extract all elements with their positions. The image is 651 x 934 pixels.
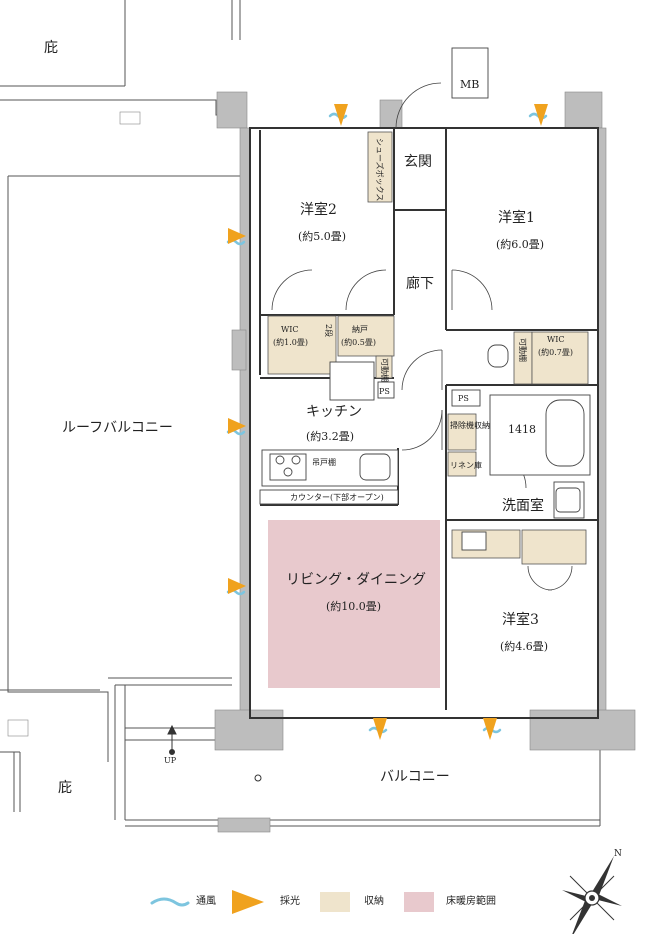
wic2-name: WIC: [547, 335, 565, 344]
living-size: (約10.0畳): [326, 599, 381, 613]
legend: 通風 採光 収納 床暖房範囲: [150, 890, 496, 914]
up-label: UP: [164, 756, 177, 765]
nando-name: 納戸: [352, 324, 368, 334]
legend-storage-label: 収納: [364, 894, 384, 907]
kadou-label: 可動棚: [380, 358, 390, 382]
genkan-label: 玄関: [404, 153, 432, 170]
nando-size: (約0.5畳): [341, 337, 376, 347]
rouka-label: 廊下: [406, 275, 434, 292]
senmen-label: 洗面室: [502, 497, 544, 514]
garden-label-bottom: 庇: [58, 780, 72, 796]
wic2-note: 可動棚: [518, 338, 528, 362]
compass-north-label: N: [614, 849, 622, 859]
legend-light-swatch: [232, 890, 264, 914]
legend-floor-heating-label: 床暖房範囲: [446, 894, 496, 907]
bath-size-label: 1418: [508, 423, 536, 436]
linen-label: リネン庫: [450, 460, 482, 470]
shoe-box-label: シューズボックス: [375, 138, 385, 201]
tsuridana-label: 吊戸棚: [312, 457, 336, 467]
youshitsu1-size: (約6.0畳): [496, 237, 544, 251]
mb-label: MB: [460, 78, 479, 91]
roof-label: ルーフバルコニー: [62, 420, 173, 436]
counter-label: カウンター(下部オープン): [290, 492, 384, 502]
youshitsu2-size: (約5.0畳): [298, 229, 346, 243]
living-name: リビング・ダイニング: [286, 572, 426, 588]
garden-label-top: 庇: [44, 40, 58, 56]
wic2-size: (約0.7畳): [538, 347, 573, 357]
ps1-label: PS: [379, 387, 390, 396]
up-marker: [167, 724, 262, 782]
youshitsu1-name: 洋室1: [498, 209, 535, 226]
souji-label: 掃除機収納: [450, 420, 490, 430]
floor-heating-area: [268, 520, 440, 688]
youshitsu3-size: (約4.6畳): [500, 639, 548, 653]
legend-floor-heating-swatch: [404, 892, 434, 912]
interior-walls: [249, 127, 599, 719]
youshitsu3-name: 洋室3: [502, 611, 539, 628]
balcony-label: バルコニー: [380, 769, 450, 785]
legend-storage-swatch: [320, 892, 350, 912]
kitchen-size: (約3.2畳): [306, 429, 354, 443]
compass-icon: N: [562, 849, 622, 934]
wic1-note: 2段: [324, 324, 334, 337]
youshitsu2-name: 洋室2: [300, 201, 337, 218]
ps2-label: PS: [458, 394, 469, 403]
door-swings: [271, 82, 573, 591]
kitchen-name: キッチン: [306, 404, 362, 420]
wic1-size: (約1.0畳): [273, 337, 308, 347]
light-markers: [228, 104, 548, 740]
legend-light-label: 採光: [280, 894, 300, 907]
fixtures: [259, 47, 591, 551]
legend-wind-label: 通風: [196, 895, 216, 907]
legend-wind-swatch: [150, 897, 190, 907]
roof-balcony-outline: [0, 0, 601, 827]
wic1-name: WIC: [281, 325, 299, 334]
